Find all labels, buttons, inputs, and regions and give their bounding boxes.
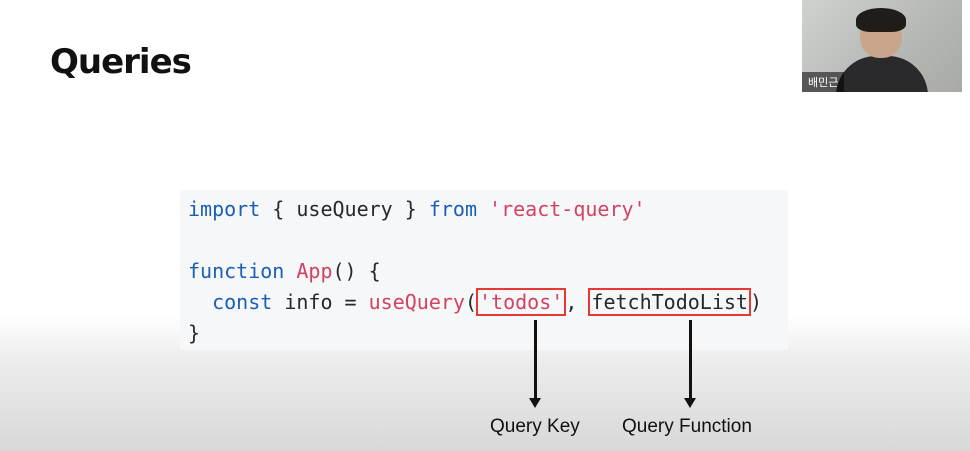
function-call: useQuery bbox=[368, 290, 465, 314]
participant-name-tag: 배민근 bbox=[802, 72, 845, 92]
presenter-body bbox=[836, 56, 928, 92]
function-name: App bbox=[296, 259, 333, 283]
code-line-function: function App() { bbox=[188, 256, 780, 287]
query-key-arrow-head bbox=[529, 398, 541, 408]
keyword-import: import bbox=[188, 197, 261, 221]
code-space bbox=[284, 259, 296, 283]
query-key-highlight: 'todos' bbox=[476, 288, 567, 316]
closing-brace: } bbox=[188, 321, 201, 345]
function-signature: () { bbox=[332, 259, 381, 283]
arg-separator: , bbox=[565, 290, 590, 314]
query-function-label: Query Function bbox=[622, 416, 752, 437]
query-key-label: Query Key bbox=[490, 416, 580, 437]
open-paren: ( bbox=[464, 290, 478, 314]
keyword-function: function bbox=[188, 259, 285, 283]
code-line-blank bbox=[188, 225, 780, 256]
code-line-close: } bbox=[188, 318, 780, 349]
module-string: 'react-query' bbox=[489, 197, 646, 221]
webcam-thumbnail[interactable]: 배민근 bbox=[802, 0, 962, 92]
code-block: import { useQuery } from 'react-query' f… bbox=[180, 190, 788, 350]
query-function-highlight: fetchTodoList bbox=[588, 288, 751, 316]
code-indent bbox=[188, 290, 212, 314]
code-line-import: import { useQuery } from 'react-query' bbox=[188, 194, 780, 225]
presenter-hair bbox=[856, 8, 906, 32]
slide-title: Queries bbox=[50, 42, 192, 82]
query-function-arrow-head bbox=[684, 398, 696, 408]
keyword-const: const bbox=[212, 290, 273, 314]
variable-assignment: info = bbox=[272, 290, 369, 314]
import-specifiers: { useQuery } bbox=[260, 197, 429, 221]
query-function-arrow-shaft bbox=[689, 320, 692, 398]
close-paren: ) bbox=[749, 290, 762, 314]
keyword-from: from bbox=[428, 197, 477, 221]
code-space bbox=[477, 197, 489, 221]
query-key-arrow-shaft bbox=[534, 320, 537, 398]
code-line-const: const info = useQuery('todos', fetchTodo… bbox=[188, 287, 780, 318]
